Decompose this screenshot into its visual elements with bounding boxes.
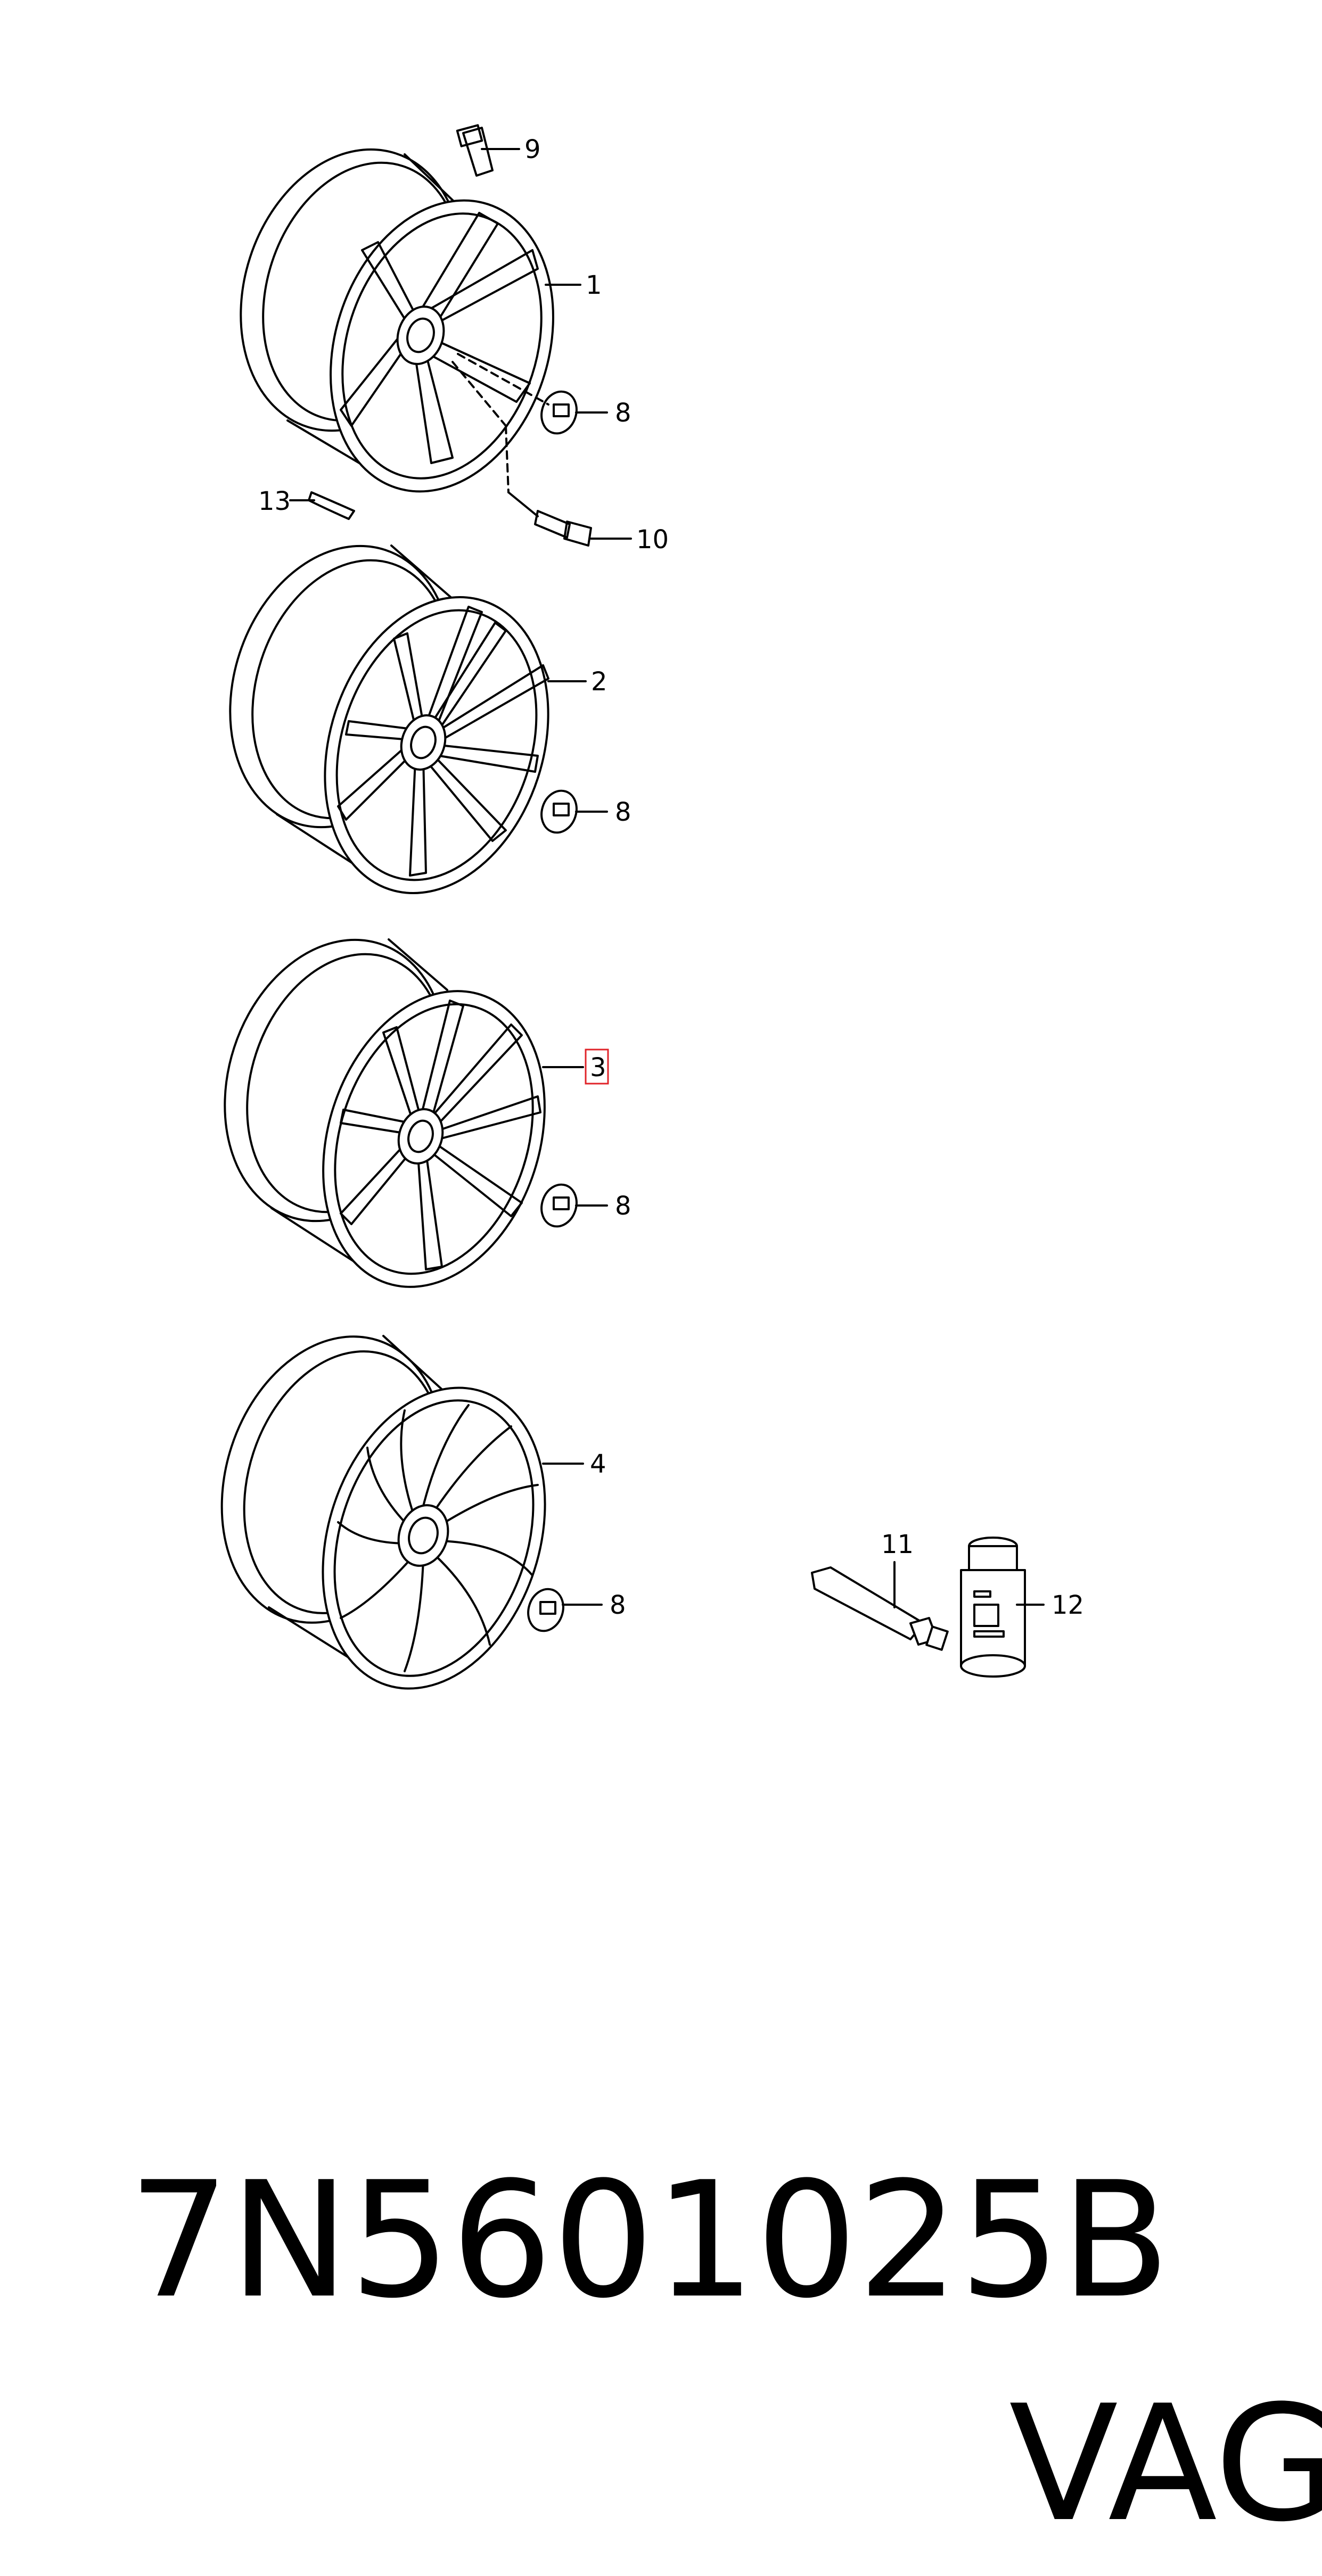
paste-tube[interactable] [811, 1561, 949, 1651]
callout-1: 1 [586, 270, 602, 300]
wheel-4[interactable] [186, 1308, 582, 1718]
callout-8-wheel-4: 8 [610, 1590, 626, 1620]
callout-11: 11 [881, 1530, 914, 1559]
highlight-box [585, 1048, 609, 1085]
callout-8-wheel-2: 8 [615, 797, 631, 827]
callout-10: 10 [636, 525, 669, 555]
spray-can[interactable] [960, 1537, 1045, 1678]
wheel-3[interactable] [190, 911, 581, 1316]
center-cap[interactable] [536, 1180, 608, 1231]
callout-13: 13 [258, 486, 291, 516]
part-number: 7N5601025B [128, 2148, 1170, 2333]
callout-4: 4 [590, 1449, 606, 1479]
callout-12: 12 [1052, 1590, 1084, 1620]
center-cap[interactable] [523, 1584, 603, 1636]
parts-diagram: 9 1 8 13 10 [186, 120, 1084, 1718]
footer: 7N5601025B VAG [27, 1905, 1322, 2557]
center-cap[interactable] [536, 786, 608, 837]
wheel-bolt[interactable] [451, 361, 632, 547]
callout-2: 2 [591, 667, 607, 697]
brand-name: VAG [1009, 2371, 1322, 2557]
wheel-2[interactable] [195, 517, 585, 922]
wheel-1[interactable] [206, 120, 589, 521]
callout-8-wheel-3: 8 [615, 1191, 631, 1221]
callout-8-wheel-1: 8 [615, 398, 631, 428]
balance-weight[interactable] [289, 491, 355, 520]
callout-3: 3 [590, 1053, 606, 1083]
valve-stem[interactable] [456, 124, 520, 177]
callout-9: 9 [524, 135, 541, 164]
center-cap[interactable] [457, 353, 608, 438]
